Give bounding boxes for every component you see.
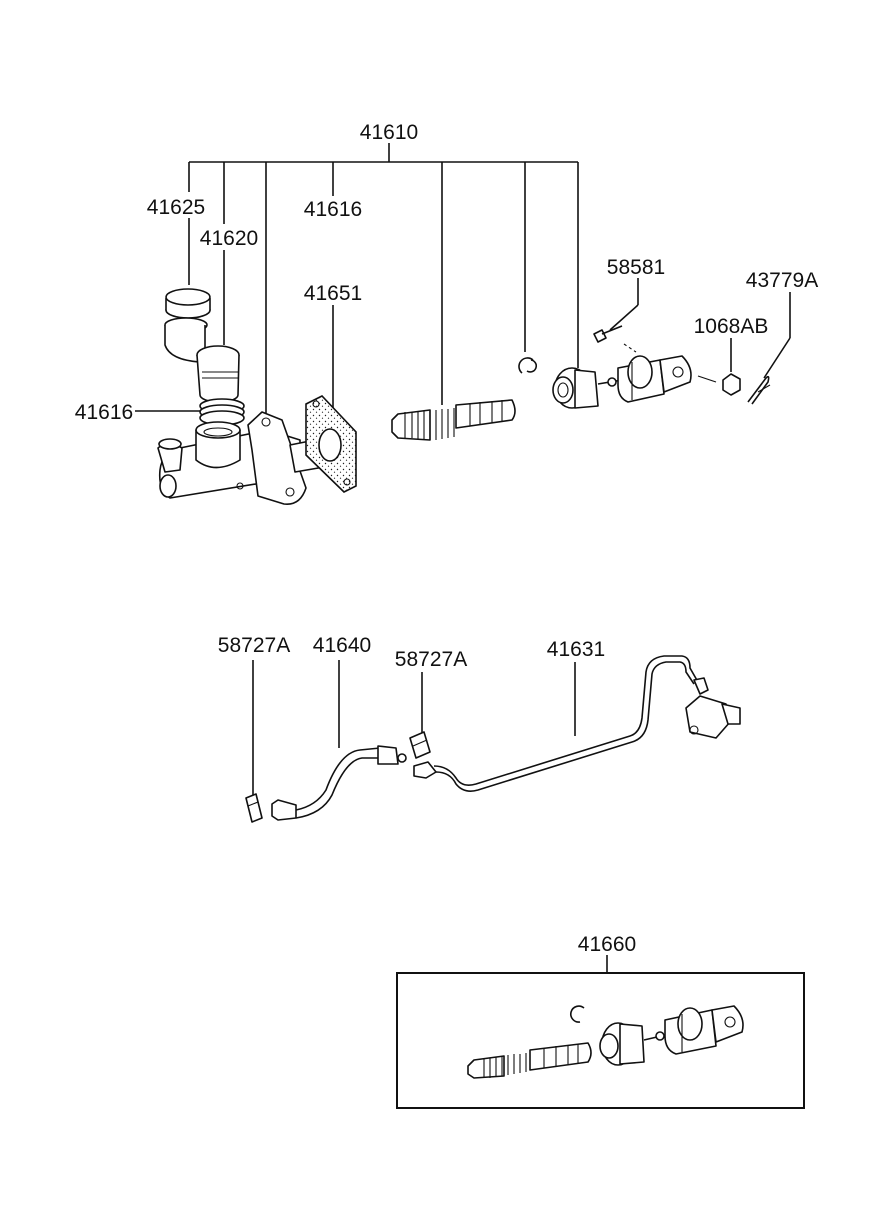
label-41640: 41640 [313, 634, 371, 657]
boot-pushrod-part [552, 355, 692, 409]
reservoir-part [164, 317, 240, 403]
kit-piston-spring [467, 1042, 592, 1079]
grommet-part [199, 398, 245, 426]
gasket-part [305, 395, 357, 493]
pin-part [747, 375, 771, 405]
label-58727A-right: 58727A [395, 648, 467, 671]
nut-part [697, 373, 741, 396]
label-58581: 58581 [607, 256, 665, 279]
kit-snap-ring [570, 1005, 585, 1023]
clevis-bolt-part [593, 325, 637, 353]
hose-part [271, 745, 407, 821]
label-58727A-left: 58727A [218, 634, 290, 657]
label-41620: 41620 [200, 227, 258, 250]
label-41651: 41651 [304, 282, 362, 305]
clip-right-part [409, 731, 431, 759]
repair-kit-group [396, 955, 805, 1109]
callout-leader-41610 [188, 143, 579, 420]
label-1068AB: 1068AB [694, 315, 769, 338]
label-41660: 41660 [578, 933, 636, 956]
clip-left-part [245, 793, 263, 823]
label-41610: 41610 [360, 121, 418, 144]
label-41631: 41631 [547, 638, 605, 661]
master-cylinder-group [135, 143, 791, 505]
label-41616-side: 41616 [75, 401, 133, 424]
master-cylinder-body [157, 411, 331, 505]
reservoir-cap-part [165, 288, 211, 319]
pipe-part [413, 655, 741, 792]
label-43779A: 43779A [746, 269, 818, 292]
hose-pipe-group [245, 655, 741, 823]
snap-ring-part [518, 357, 537, 374]
kit-boot-pushrod [599, 1005, 744, 1066]
label-41625: 41625 [147, 196, 205, 219]
repair-kit-box [396, 972, 805, 1109]
piston-spring-part [391, 399, 516, 441]
label-41616-top: 41616 [304, 198, 362, 221]
